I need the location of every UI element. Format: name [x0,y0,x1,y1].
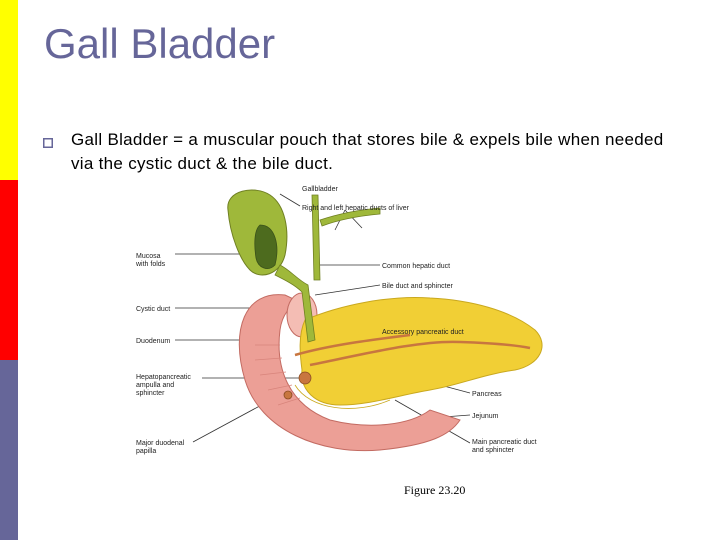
label-pancreas: Pancreas [472,391,502,398]
label-major-papilla-line2: papilla [136,448,156,455]
label-mucosa-line2: with folds [135,261,166,268]
sidebar-segment-red [0,180,18,360]
label-gallbladder: Gallbladder [302,186,338,193]
label-main-pancreatic-line1: Main pancreatic duct [472,439,537,446]
sidebar-segment-yellow [0,0,18,180]
label-duodenum: Duodenum [136,338,170,345]
label-main-pancreatic-line2: and sphincter [472,447,515,454]
label-cystic-duct: Cystic duct [136,306,170,313]
label-hepatic-ducts: Right and left hepatic ducts of liver [302,205,410,212]
bullet-square-icon [43,135,53,148]
label-hepatopancreatic-line1: Hepatopancreatic [136,374,191,381]
label-major-papilla-line1: Major duodenal [136,440,185,447]
label-mucosa-line1: Mucosa [136,253,161,260]
label-common-hepatic-duct: Common hepatic duct [382,263,450,270]
gallbladder-shape [227,189,381,400]
figure-caption: Figure 23.20 [404,483,466,497]
label-bile-duct: Bile duct and sphincter [382,283,453,290]
sidebar-segment-purple [0,360,18,540]
slide-title: Gall Bladder [44,20,276,67]
bullet-text: Gall Bladder = a muscular pouch that sto… [71,130,664,173]
label-jejunum: Jejunum [472,413,499,420]
label-hepatopancreatic-line3: sphincter [136,390,165,397]
label-hepatopancreatic-line2: ampulla and [136,382,174,389]
pancreatic-duct-lines [294,333,531,367]
label-accessory-pancreatic-duct: Accessory pancreatic duct [382,329,464,336]
anatomy-figure: Gallbladder Right and left hepatic ducts… [130,180,550,475]
pancreas-shape [294,297,543,409]
sidebar-color-bar [0,0,18,540]
